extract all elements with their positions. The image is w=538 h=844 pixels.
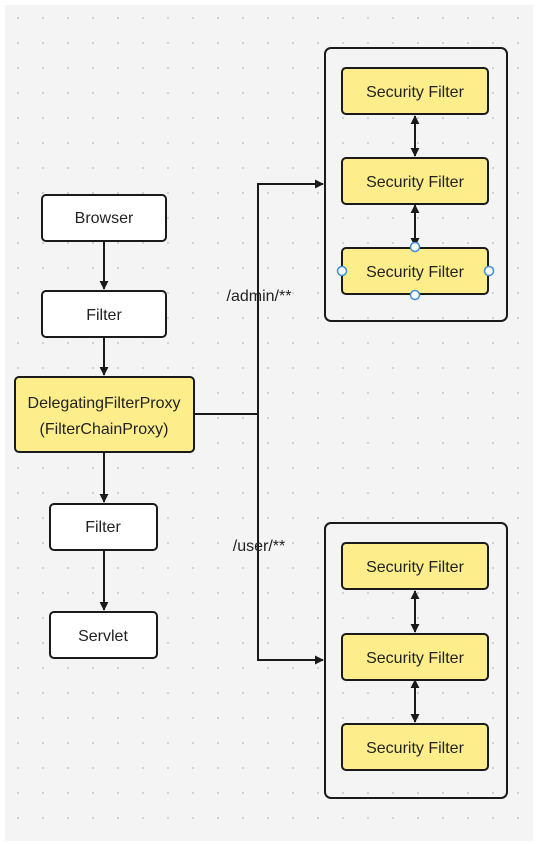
edge-label-admin-path: /admin/** [227, 288, 292, 305]
user-security-filter-1-label: Security Filter [366, 559, 464, 576]
node-filter-top-label: Filter [86, 307, 122, 324]
edge-delegating-user-chain[interactable] [257, 414, 324, 665]
node-delegating-filter-proxy[interactable]: DelegatingFilterProxy (FilterChainProxy) [14, 376, 195, 453]
selection-handle-icon[interactable] [409, 289, 421, 301]
node-filter-bottom-label: Filter [85, 519, 121, 536]
node-browser-label: Browser [75, 210, 134, 227]
edge-label-user-path: /user/** [233, 538, 285, 555]
edge-delegating-admin-chain[interactable] [194, 179, 324, 415]
selection-handle-icon[interactable] [409, 241, 421, 253]
admin-security-filter-2-box [341, 157, 489, 205]
admin-security-filter-2-label: Security Filter [366, 174, 464, 191]
admin-security-filter-2[interactable]: Security Filter [341, 157, 489, 205]
admin-security-filter-3[interactable]: Security Filter [336, 241, 495, 301]
node-browser-box [41, 194, 167, 242]
node-servlet-label: Servlet [78, 628, 128, 645]
user-security-filter-3[interactable]: Security Filter [341, 723, 489, 771]
node-filter-top-box [41, 290, 167, 338]
node-delegating-label-line2: (FilterChainProxy) [40, 421, 169, 438]
user-security-filter-1[interactable]: Security Filter [341, 542, 489, 590]
admin-security-filter-1[interactable]: Security Filter [341, 67, 489, 115]
node-browser[interactable]: Browser [41, 194, 167, 242]
admin-security-filter-3-label: Security Filter [366, 264, 464, 281]
user-security-filter-1-box [341, 542, 489, 590]
node-filter-top[interactable]: Filter [41, 290, 167, 338]
user-security-filter-3-label: Security Filter [366, 740, 464, 757]
user-security-filter-2-label: Security Filter [366, 650, 464, 667]
node-servlet[interactable]: Servlet [49, 611, 158, 659]
admin-security-filter-1-box [341, 67, 489, 115]
selection-handle-icon[interactable] [483, 265, 495, 277]
node-filter-bottom[interactable]: Filter [49, 503, 158, 551]
node-delegating-box [14, 376, 195, 453]
selection-handle-icon[interactable] [336, 265, 348, 277]
node-delegating-label-line1: DelegatingFilterProxy [28, 395, 181, 412]
node-servlet-box [49, 611, 158, 659]
admin-security-filter-1-label: Security Filter [366, 84, 464, 101]
user-chain-container[interactable] [324, 522, 508, 799]
node-filter-bottom-box [49, 503, 158, 551]
user-security-filter-2-box [341, 633, 489, 681]
user-security-filter-2[interactable]: Security Filter [341, 633, 489, 681]
admin-chain-container[interactable] [324, 47, 508, 322]
user-security-filter-3-box [341, 723, 489, 771]
